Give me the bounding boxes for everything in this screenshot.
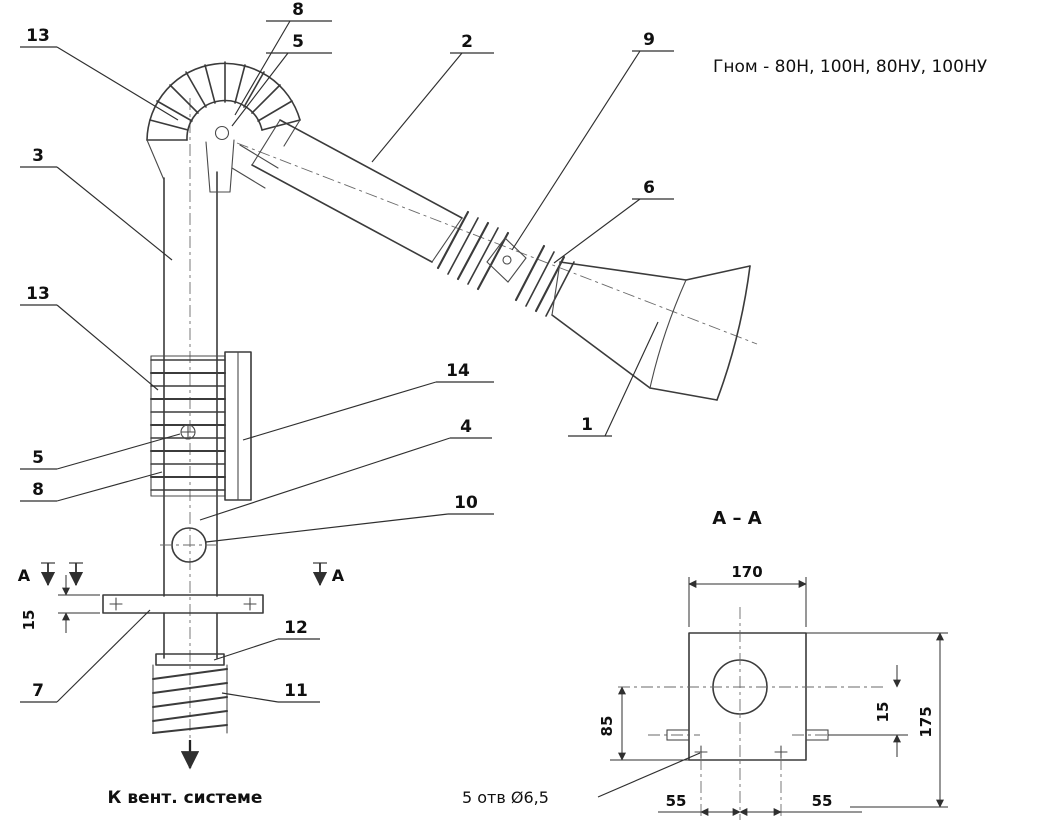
callout-7: 7	[20, 609, 151, 703]
callout-label: 1	[581, 415, 593, 435]
callout-label: 13	[26, 284, 50, 304]
dim-55-right-label: 55	[812, 792, 833, 810]
arm-centerline	[236, 142, 758, 345]
callout-8-left: 8	[20, 471, 163, 502]
callout-14: 14	[242, 361, 494, 441]
callout-label: 7	[32, 681, 44, 701]
flexible-hose	[151, 664, 229, 735]
dim-170: 170	[688, 563, 807, 627]
support-column	[163, 171, 218, 659]
holes-note: 5 отв Ø6,5	[462, 752, 701, 807]
section-view: А – А 170 85	[462, 508, 948, 820]
dim-170-label: 170	[731, 563, 762, 581]
hose-ring	[155, 653, 225, 666]
flexible-coupling-upper	[436, 210, 510, 291]
callout-label: 3	[32, 146, 44, 166]
callouts: 13 8 5 2 9 3 6	[20, 0, 674, 703]
dim-55-55: 55 55	[658, 758, 862, 818]
dim-flange-15: 15	[20, 610, 38, 631]
callout-12: 12	[213, 618, 320, 661]
sight-hole	[160, 527, 218, 563]
callout-8-top: 8	[234, 0, 332, 116]
mounting-flange	[102, 594, 264, 614]
section-letter-left: А	[18, 566, 31, 585]
callout-1: 1	[568, 321, 659, 437]
callout-3: 3	[20, 146, 173, 261]
dim-15-right: 15	[828, 665, 908, 757]
clamp-bracket	[224, 351, 252, 501]
side-tab-left	[666, 729, 690, 741]
callout-label: 2	[461, 32, 473, 52]
dim-85: 85	[598, 686, 689, 761]
column-bellows	[149, 355, 227, 497]
dim-85-label: 85	[598, 716, 616, 737]
elbow-bellows	[146, 61, 301, 181]
callout-10: 10	[205, 493, 494, 543]
callout-label: 14	[446, 361, 470, 381]
section-letter-right: А	[332, 566, 345, 585]
callout-label: 5	[32, 448, 44, 468]
main-assembly: К вент. системе	[102, 61, 758, 808]
callout-label: 13	[26, 26, 50, 46]
callout-label: 6	[643, 178, 655, 198]
callout-4: 4	[199, 417, 492, 521]
dim-175: 175	[806, 632, 948, 808]
callout-6: 6	[553, 178, 674, 264]
vent-system-note: К вент. системе	[108, 788, 263, 808]
callout-label: 10	[454, 493, 478, 513]
hole-marks	[694, 745, 788, 759]
callout-5-top: 5	[231, 32, 332, 127]
dim-55-left-label: 55	[666, 792, 687, 810]
suction-arm	[251, 119, 463, 263]
callout-label: 8	[32, 480, 44, 500]
callout-13-middle: 13	[20, 284, 159, 391]
drawing-title: Гном - 80Н, 100Н, 80НУ, 100НУ	[713, 57, 988, 77]
callout-5-left: 5	[20, 433, 181, 470]
flange-thickness-dim: 15	[20, 575, 100, 633]
suction-funnel	[551, 261, 751, 401]
section-cut-marks: А А	[18, 562, 345, 587]
callout-9: 9	[511, 30, 674, 251]
callout-2: 2	[371, 32, 494, 163]
callout-label: 8	[292, 0, 304, 20]
section-title: А – А	[712, 508, 761, 529]
section-plate	[688, 632, 807, 761]
callout-label: 11	[284, 681, 308, 701]
callout-13-upper: 13	[20, 26, 179, 121]
dim-15-label: 15	[874, 702, 892, 723]
hinge-bolt	[214, 125, 230, 141]
callout-label: 4	[460, 417, 472, 437]
callout-label: 5	[292, 32, 304, 52]
dim-175-label: 175	[917, 706, 935, 737]
swivel-joint	[486, 237, 527, 283]
holes-note-label: 5 отв Ø6,5	[462, 788, 549, 807]
callout-label: 12	[284, 618, 308, 638]
elbow-hinge	[205, 125, 279, 193]
callout-11: 11	[221, 681, 320, 703]
callout-label: 9	[643, 30, 655, 50]
